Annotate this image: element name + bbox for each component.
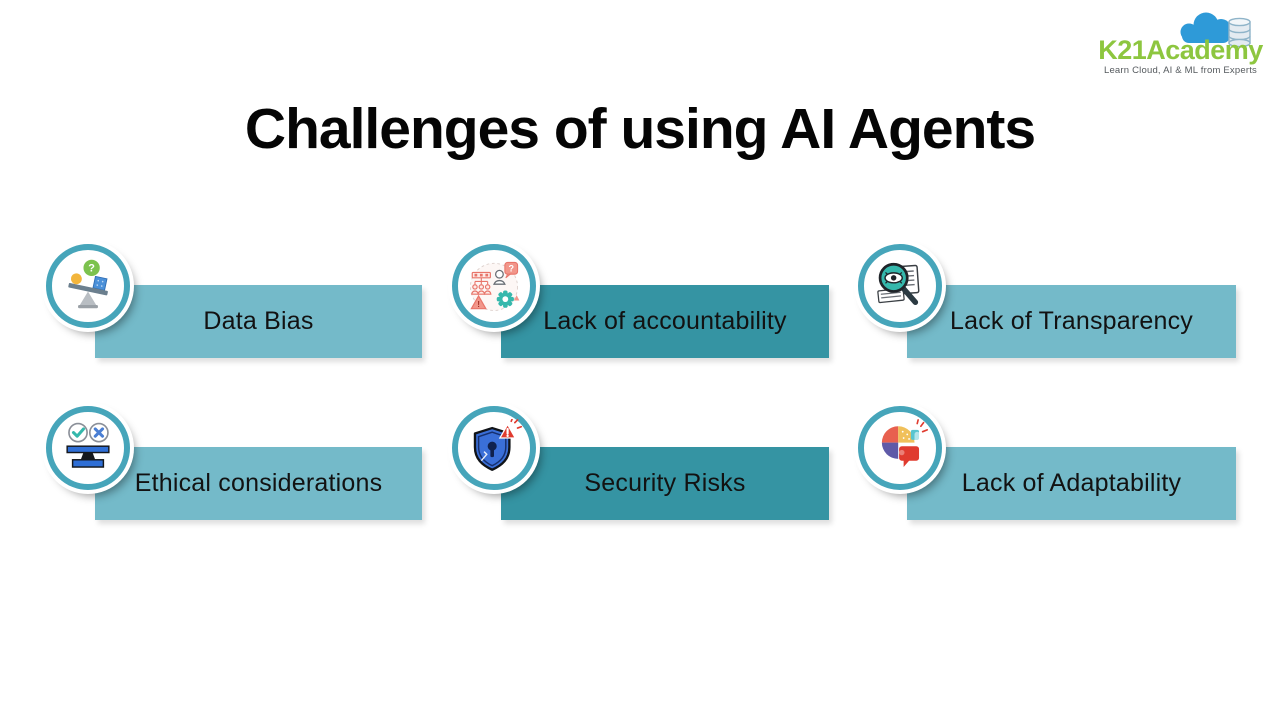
svg-text:?: ? xyxy=(88,263,95,275)
challenge-bar-data-bias: Data Bias xyxy=(95,285,422,358)
balance-scale-icon: ? xyxy=(68,259,108,309)
challenge-badge-accountability: ? ! xyxy=(452,244,536,328)
magnifier-eye-icon xyxy=(877,262,920,306)
puzzle-brain-icon xyxy=(881,419,929,468)
challenge-label: Security Risks xyxy=(584,469,746,497)
challenge-bar-ethics: Ethical considerations xyxy=(95,447,422,520)
challenge-badge-adaptability xyxy=(858,406,942,490)
k21academy-logo: K21Academy Learn Cloud, AI & ML from Exp… xyxy=(1093,8,1268,80)
challenge-bar-security: Security Risks xyxy=(501,447,829,520)
challenge-bar-adaptability: Lack of Adaptability xyxy=(907,447,1236,520)
challenge-label: Ethical considerations xyxy=(134,469,383,497)
challenge-badge-data-bias: ? xyxy=(46,244,130,328)
logo-tagline: Learn Cloud, AI & ML from Experts xyxy=(1103,65,1258,76)
svg-text:?: ? xyxy=(508,264,514,274)
challenge-bar-transparency: Lack of Transparency xyxy=(907,285,1236,358)
challenge-label: Lack of Transparency xyxy=(949,307,1193,335)
page-title: Challenges of using AI Agents xyxy=(244,97,1036,161)
challenge-bar-accountability: Lack of accountability xyxy=(501,285,829,358)
svg-text:!: ! xyxy=(477,300,480,309)
ethics-balance-icon xyxy=(66,422,110,468)
challenge-badge-security xyxy=(452,406,536,490)
challenge-label: Lack of accountability xyxy=(543,307,787,335)
accountability-icon: ? ! xyxy=(469,261,520,311)
challenge-label: Data Bias xyxy=(203,307,314,335)
logo-name: K21Academy xyxy=(1098,35,1263,65)
challenge-badge-transparency xyxy=(858,244,942,328)
challenge-label: Lack of Adaptability xyxy=(961,469,1182,497)
challenge-badge-ethics xyxy=(46,406,130,490)
cloud-database-icon xyxy=(1180,12,1251,48)
shield-warning-icon xyxy=(473,419,523,471)
